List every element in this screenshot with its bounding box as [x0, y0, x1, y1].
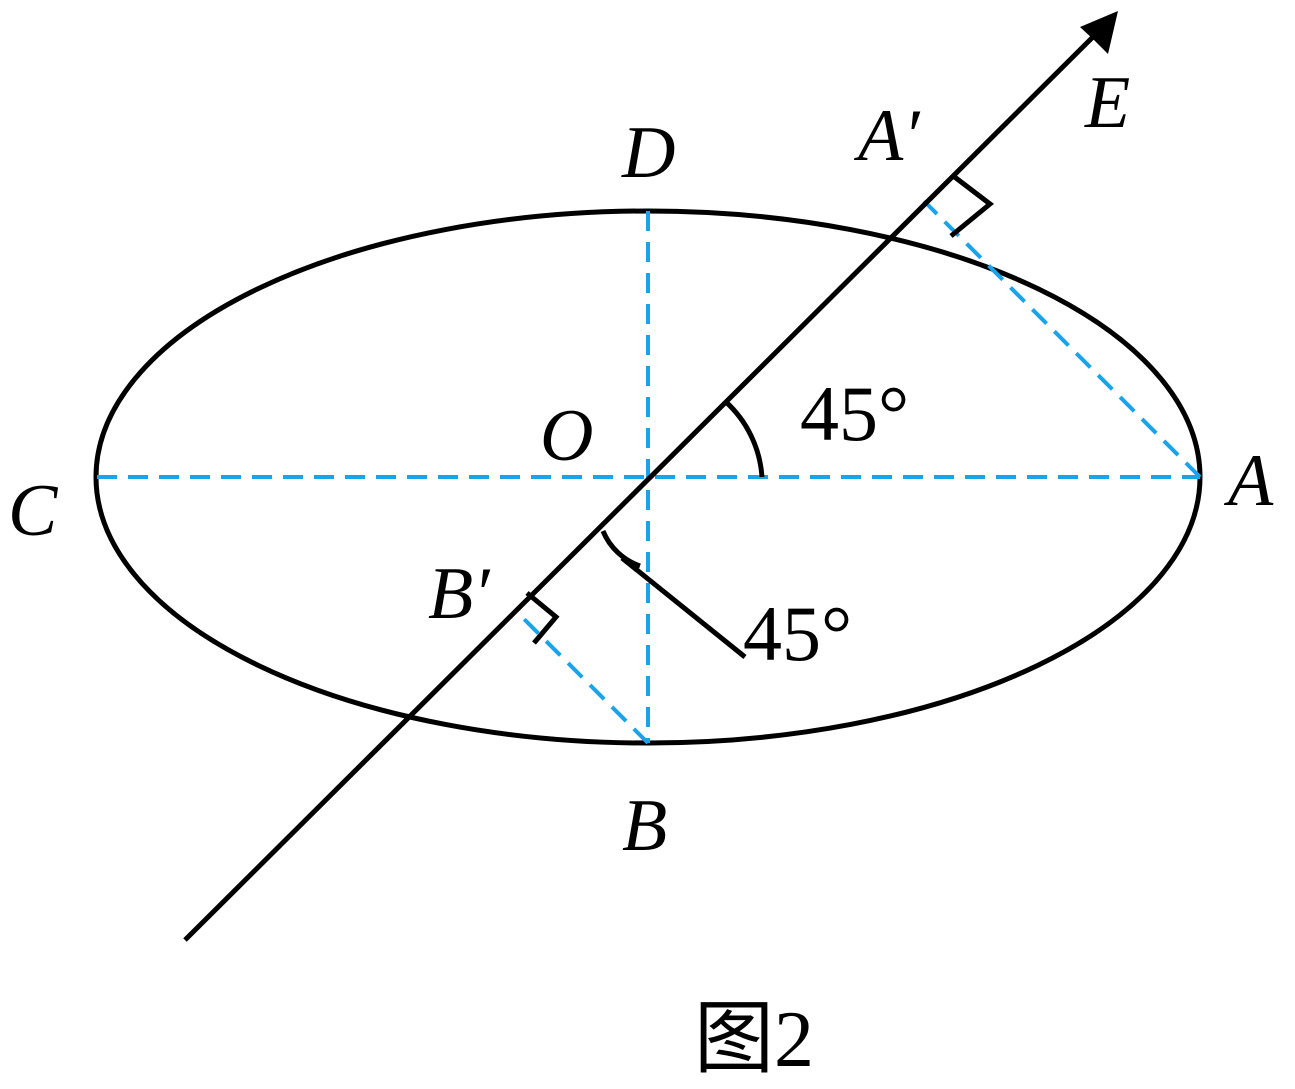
label-O: O [540, 395, 593, 477]
arrowhead-E [1080, 11, 1118, 54]
perpendicular-B-to-B-prime [513, 608, 650, 745]
angle-label-upper: 45° [800, 370, 909, 457]
label-E: E [1084, 62, 1130, 144]
angle-arc-upper [724, 400, 765, 478]
right-angle-mark-B-prime [525, 591, 560, 645]
angle-label-pointer [620, 556, 747, 659]
label-A: A [1223, 440, 1274, 522]
right-angle-mark-A-prime [949, 173, 995, 238]
figure-caption: 图2 [694, 996, 814, 1084]
perpendicular-A-to-A-prime [922, 199, 1202, 479]
label-C: C [8, 470, 59, 552]
label-D: D [621, 112, 675, 194]
label-B: B [622, 785, 667, 867]
angle-label-lower: 45° [743, 590, 852, 677]
angle-arc-lower [600, 529, 641, 569]
label-B-prime: B′ [428, 553, 491, 635]
slanted-line-OE [183, 16, 1114, 942]
label-A-prime: A′ [853, 95, 921, 177]
